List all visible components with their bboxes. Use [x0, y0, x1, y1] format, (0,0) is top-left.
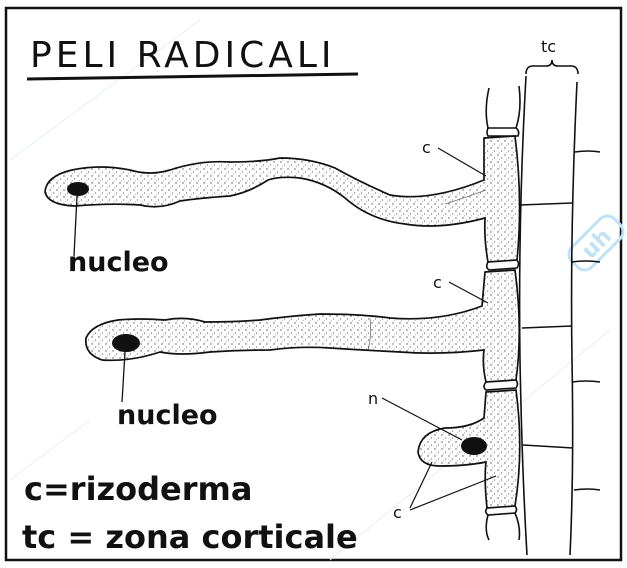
label-c-top: c [422, 138, 431, 157]
leader-c-mid [449, 282, 488, 303]
label-nucleo-1: nucleo [68, 247, 169, 278]
label-tc: tc [541, 37, 556, 56]
label-nucleo-2: nucleo [117, 400, 218, 431]
svg-text:uh: uh [577, 224, 617, 264]
cortical-zone [520, 76, 600, 555]
leader-n [382, 398, 462, 440]
root-hair-3 [418, 390, 520, 540]
leader-c-bottom-a [410, 462, 432, 508]
label-c-bottom: c [393, 503, 402, 522]
leader-c-top [438, 148, 486, 176]
legend-tc: tc = zona corticale [22, 518, 358, 556]
tc-brace [526, 60, 578, 74]
rhizoderm-top-cell [486, 86, 520, 136]
legend-c: c=rizoderma [24, 470, 252, 508]
diagram-title: PELI RADICALI [30, 35, 336, 76]
root-hair-2 [86, 270, 519, 402]
label-n: n [368, 389, 378, 408]
watermark-logo: uh [565, 212, 627, 274]
label-c-mid: c [433, 273, 442, 292]
